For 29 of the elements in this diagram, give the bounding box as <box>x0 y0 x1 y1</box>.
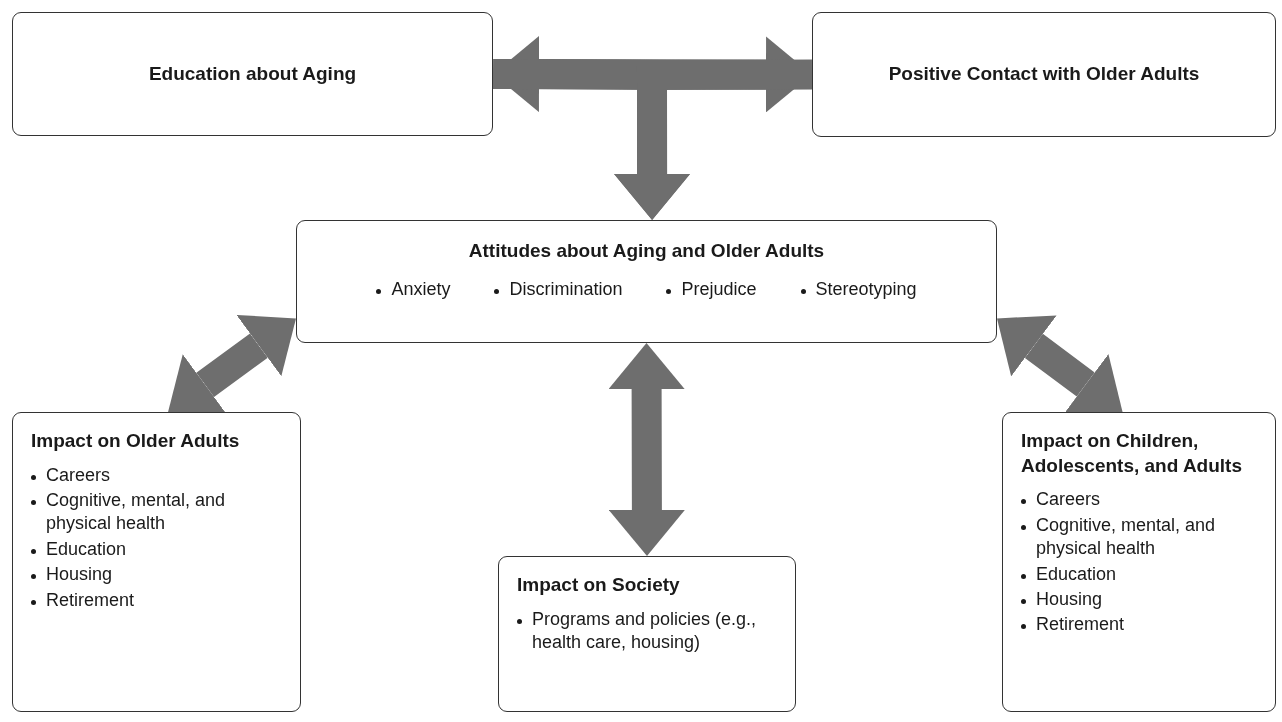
list-item: Stereotyping <box>815 277 917 301</box>
list-item: Discrimination <box>509 277 623 301</box>
text-box <box>296 220 997 343</box>
box-heading: Impact on Children, Adolescents, and Adults <box>1021 429 1243 478</box>
list-item: Retirement <box>1036 613 1125 637</box>
box-heading: Attitudes about Aging and Older Adults <box>468 239 825 263</box>
list-item: Housing <box>46 563 113 587</box>
list-item: Retirement <box>46 588 135 612</box>
block-arrow <box>614 59 813 220</box>
list-item: Housing <box>1036 587 1103 611</box>
box-heading: Positive Contact with Older Adults <box>888 62 1200 87</box>
block-arrow <box>608 342 685 557</box>
box-heading: Impact on Older Adults <box>31 429 240 453</box>
text-box <box>12 12 493 136</box>
list-item: Anxiety <box>391 277 451 301</box>
box-heading: Impact on Society <box>517 573 680 597</box>
text-box <box>498 556 796 712</box>
list-item: Education <box>46 537 127 561</box>
text-box <box>1002 412 1276 712</box>
list-item: Cognitive, mental, and physical health <box>46 489 227 536</box>
list-item: Prejudice <box>681 277 757 301</box>
list-item: Cognitive, mental, and physical health <box>1036 513 1217 561</box>
list-item: Programs and policies (e.g., health care, housing) <box>532 607 758 655</box>
text-box <box>812 12 1276 137</box>
list-item: Careers <box>1036 488 1101 512</box>
list-item: Careers <box>46 463 111 487</box>
text-box <box>12 412 301 712</box>
box-heading: Education about Aging <box>148 61 357 86</box>
list-item: Education <box>1036 562 1117 586</box>
